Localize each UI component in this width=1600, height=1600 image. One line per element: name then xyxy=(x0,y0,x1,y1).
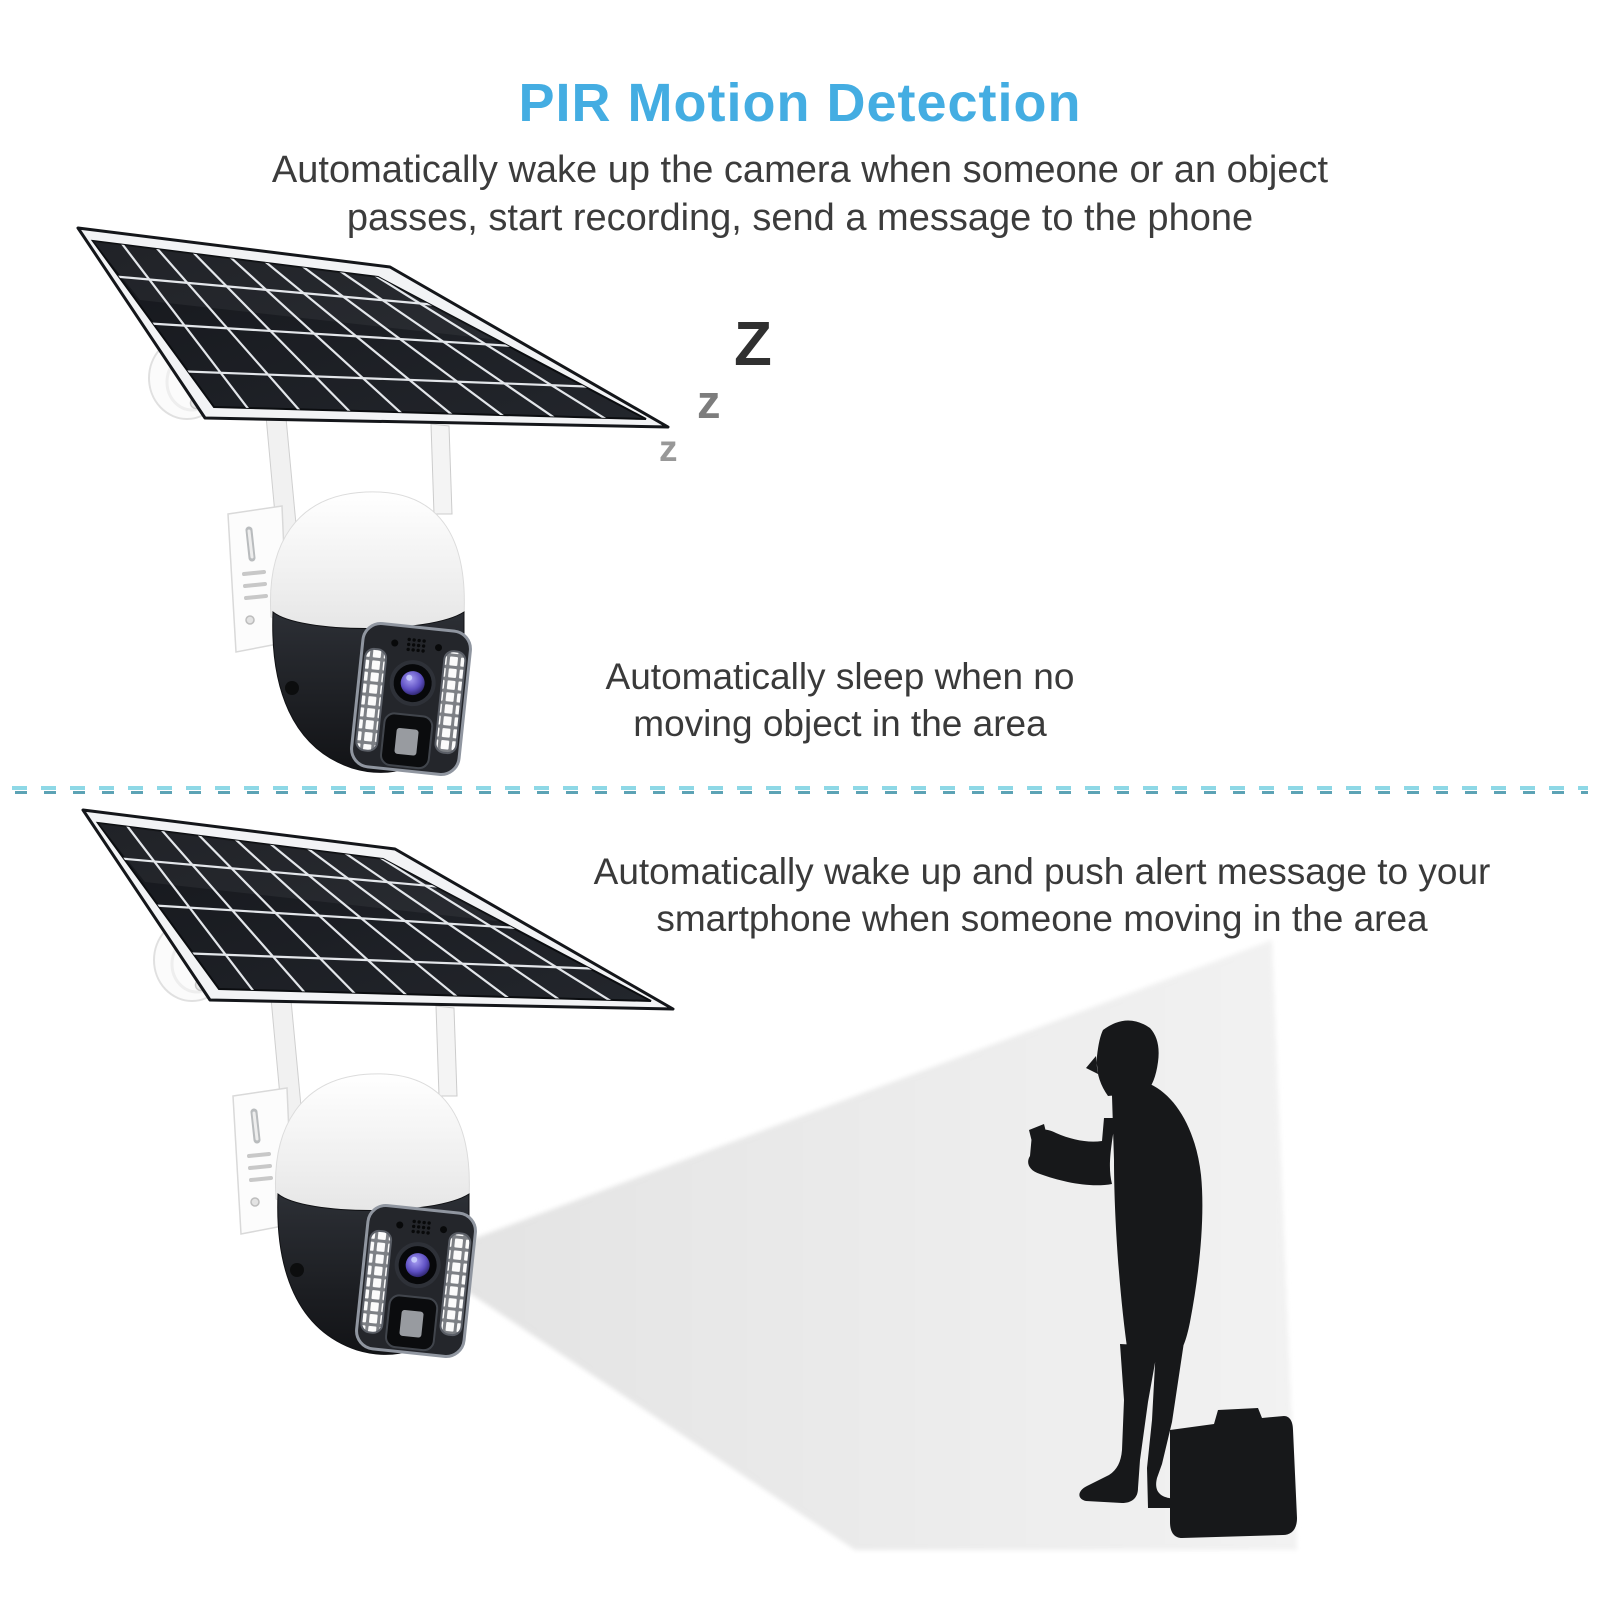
dashed-divider-line xyxy=(12,786,1588,796)
page-title: PIR Motion Detection xyxy=(518,73,1082,133)
detection-light-beam xyxy=(462,940,1297,1550)
subtitle-line-2: passes, start recording, send a message … xyxy=(346,197,1254,239)
sleep-caption: Automatically sleep when no moving objec… xyxy=(520,653,1160,747)
briefcase xyxy=(1170,1408,1297,1538)
sleep-zzz-icon-medium: z xyxy=(697,375,721,428)
sleep-caption-line-2: moving object in the area xyxy=(633,703,1047,744)
wake-caption: Automatically wake up and push alert mes… xyxy=(552,848,1532,942)
man-with-phone-silhouette xyxy=(1028,1020,1203,1508)
wake-caption-line-2: smartphone when someone moving in the ar… xyxy=(656,898,1428,939)
subtitle-line-1: Automatically wake up the camera when so… xyxy=(271,149,1329,191)
wake-caption-line-1: Automatically wake up and push alert mes… xyxy=(593,851,1491,892)
sleep-caption-line-1: Automatically sleep when no xyxy=(605,656,1075,697)
page-subtitle: Automatically wake up the camera when so… xyxy=(0,146,1600,242)
sleep-zzz-icon-large: Z xyxy=(734,310,772,379)
sleep-zzz-icon-small: z xyxy=(659,428,678,469)
